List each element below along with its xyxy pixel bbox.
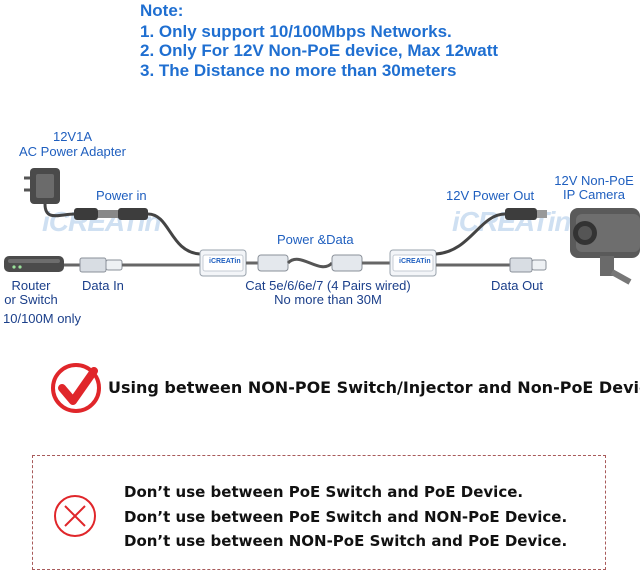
adapter-label-2: AC Power Adapter xyxy=(19,144,126,159)
check-icon xyxy=(51,363,101,413)
data-in-cable xyxy=(64,257,200,273)
device-tag-right: iCREATin xyxy=(399,258,431,265)
cable-label-1: Cat 5e/6/6e/7 (4 Pairs wired) xyxy=(245,278,411,293)
camera-label-1: 12V Non-PoE xyxy=(554,173,634,188)
correct-usage-text: Using between NON-POE Switch/Injector an… xyxy=(108,378,640,397)
router-icon xyxy=(4,256,64,272)
cross-icon xyxy=(54,495,96,537)
router-label-1: Router xyxy=(11,278,51,293)
wrong-usage-1: Don’t use between PoE Switch and PoE Dev… xyxy=(124,483,524,501)
power-adapter-icon xyxy=(24,168,120,220)
connection-diagram xyxy=(4,168,640,285)
cat-cable xyxy=(246,254,390,272)
router-label-3: 10/100M only xyxy=(3,311,82,326)
power-data-label: Power &Data xyxy=(277,232,354,247)
camera-label-2: IP Camera xyxy=(563,187,625,202)
injector-left xyxy=(199,249,247,277)
note-line-2: 2. Only For 12V Non-PoE device, Max 12wa… xyxy=(140,41,499,60)
wrong-usage-3: Don’t use between NON-PoE Switch and PoE… xyxy=(124,532,568,550)
wrong-usage-box xyxy=(32,455,606,570)
data-out-cable xyxy=(436,257,547,273)
data-out-label: Data Out xyxy=(491,278,544,293)
splitter-right xyxy=(389,249,437,277)
note-line-1: 1. Only support 10/100Mbps Networks. xyxy=(140,22,452,41)
wrong-usage-2: Don’t use between PoE Switch and NON-PoE… xyxy=(124,508,568,526)
device-tag-left: iCREATin xyxy=(209,258,241,265)
ip-camera-icon xyxy=(570,208,640,285)
note-title: Note: xyxy=(140,1,184,20)
power-in-cable xyxy=(118,208,201,256)
power-in-label: Power in xyxy=(96,188,147,203)
power-out-cable xyxy=(435,208,547,256)
cable-label-2: No more than 30M xyxy=(274,292,382,307)
note-line-3: 3. The Distance no more than 30meters xyxy=(140,61,457,80)
adapter-label-1: 12V1A xyxy=(52,129,93,144)
data-in-label: Data In xyxy=(82,278,124,293)
router-label-2: or Switch xyxy=(4,292,58,307)
power-out-label: 12V Power Out xyxy=(446,188,535,203)
